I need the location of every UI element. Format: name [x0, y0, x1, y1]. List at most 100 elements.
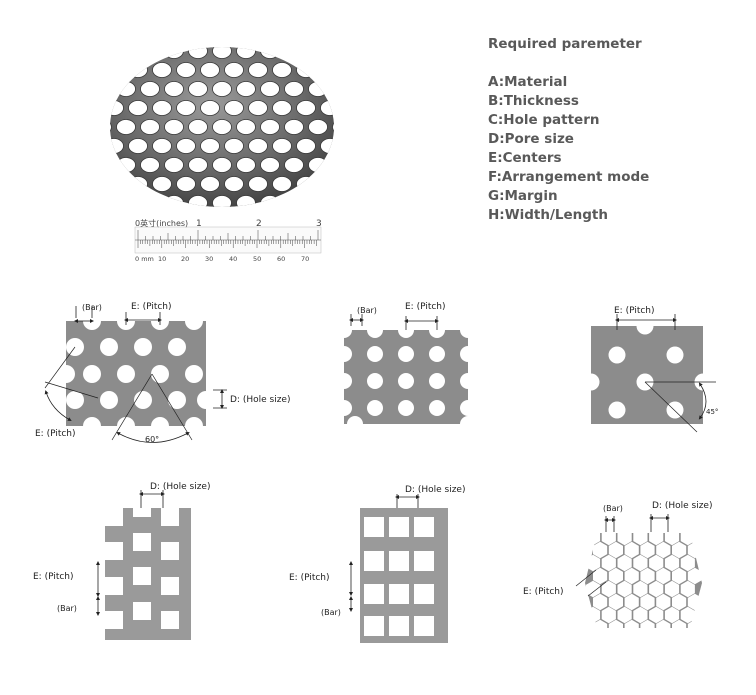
- p6-hole: [640, 541, 655, 559]
- disc-hole: [212, 157, 232, 173]
- p4-hole: [105, 611, 123, 629]
- p1-hole: [185, 365, 203, 383]
- disc-hole: [260, 119, 280, 135]
- p2-hole: [367, 400, 383, 416]
- disc-hole: [188, 119, 208, 135]
- p5-pitch-label: E: (Pitch): [289, 573, 330, 583]
- p5-hole: [364, 616, 384, 636]
- disc-hole: [272, 138, 292, 154]
- ruler-mm-50: 50: [253, 255, 261, 263]
- panel-round-45deg: E: (Pitch) 45°: [582, 306, 718, 433]
- ruler-mm-0: 0 mm: [135, 255, 154, 263]
- p1-hole-size-label: D: (Hole size): [230, 395, 290, 405]
- disc-hole: [248, 100, 268, 116]
- panel-hexagon: (Bar) D: (Hole size) E: (Pitch): [523, 501, 712, 637]
- panel-round-60deg: (Bar) E: (Pitch) E: (Pitch) 60° D: (Hole…: [35, 302, 290, 444]
- disc-hole: [272, 100, 292, 116]
- parameter-item-margin: G:Margin: [488, 188, 558, 204]
- disc-hole: [116, 81, 136, 97]
- p6-hole: [656, 619, 671, 637]
- p1-hole: [117, 365, 135, 383]
- p5-bar-label: (Bar): [321, 608, 341, 617]
- disc-hole: [152, 62, 172, 78]
- p6-hole: [649, 528, 664, 546]
- p1-hole: [168, 391, 186, 409]
- ruler: 0英寸(inches) 1 2 3 0 mm 10 20 30 40 50 60…: [134, 218, 322, 263]
- disc-hole: [212, 119, 232, 135]
- p4-hole: [161, 508, 179, 526]
- p6-hole: [608, 541, 623, 559]
- disc-hole: [296, 176, 316, 192]
- perforated-disc: [110, 47, 334, 207]
- disc-hole: [308, 81, 328, 97]
- p2-hole: [429, 346, 445, 362]
- p2-hole: [460, 322, 476, 338]
- p4-hole: [161, 577, 179, 595]
- p6-hole: [656, 567, 671, 585]
- p2-hole: [367, 346, 383, 362]
- disc-hole: [152, 176, 172, 192]
- p6-hole: [664, 606, 680, 624]
- disc-hole: [272, 176, 292, 192]
- p6-hole: [593, 567, 608, 585]
- p6-hole: [649, 580, 664, 598]
- p1-hole: [57, 365, 75, 383]
- p3-pitch-label: E: (Pitch): [614, 306, 655, 316]
- p6-hole: [664, 528, 680, 546]
- disc-hole: [176, 138, 196, 154]
- p5-hole: [389, 616, 409, 636]
- disc-hole: [116, 119, 136, 135]
- parameter-item-material: A:Material: [488, 74, 568, 90]
- p6-hole: [585, 580, 601, 598]
- p5-hole: [414, 616, 434, 636]
- p2-hole: [367, 373, 383, 389]
- p5-hole: [364, 584, 384, 604]
- p6-hole: [687, 593, 702, 611]
- p4-hole: [133, 567, 151, 585]
- disc-hole: [176, 100, 196, 116]
- disc-hole: [140, 119, 160, 135]
- ruler-mm-30: 30: [205, 255, 213, 263]
- p6-hole: [593, 619, 608, 637]
- p2-hole: [460, 373, 476, 389]
- p1-pitch-left-label: E: (Pitch): [35, 429, 76, 439]
- p4-pitch-label: E: (Pitch): [33, 572, 74, 582]
- p6-hole: [649, 606, 664, 624]
- panel-round-straight: (Bar) E: (Pitch): [336, 302, 476, 432]
- disc-hole: [200, 100, 220, 116]
- disc-hole: [308, 119, 328, 135]
- p6-hole: [601, 554, 616, 572]
- p6-hole: [593, 541, 608, 559]
- p6-hole: [585, 606, 601, 624]
- p6-pitch-label: E: (Pitch): [523, 587, 564, 597]
- p1-hole: [185, 312, 203, 330]
- p1-hole: [100, 338, 118, 356]
- p4-hole: [105, 508, 123, 526]
- p6-hole: [664, 554, 680, 572]
- p6-hole: [672, 541, 687, 559]
- p5-hole: [389, 551, 409, 571]
- ruler-mm-40: 40: [229, 255, 237, 263]
- p6-hole-size-label: D: (Hole size): [652, 501, 712, 511]
- disc-hole: [284, 119, 304, 135]
- p6-hole: [680, 606, 695, 624]
- p3-hole: [666, 346, 684, 364]
- p1-angle-label: 60°: [145, 435, 159, 444]
- disc-hole: [296, 100, 316, 116]
- disc-hole: [164, 195, 184, 207]
- disc-hole: [212, 81, 232, 97]
- disc-hole: [140, 157, 160, 173]
- p6-hole: [680, 554, 695, 572]
- p1-hole: [83, 417, 101, 435]
- p6-hole: [608, 567, 623, 585]
- p5-hole: [389, 584, 409, 604]
- disc-hole: [164, 81, 184, 97]
- p1-hole: [117, 417, 135, 435]
- disc-hole: [248, 176, 268, 192]
- disc-hole: [296, 138, 316, 154]
- p3-hole: [582, 373, 600, 391]
- disc-hole: [320, 138, 334, 154]
- p6-hole: [680, 528, 695, 546]
- parameter-title: Required paremeter: [488, 36, 642, 52]
- parameter-list: A:Material B:Thickness C:Hole pattern D:…: [488, 73, 748, 225]
